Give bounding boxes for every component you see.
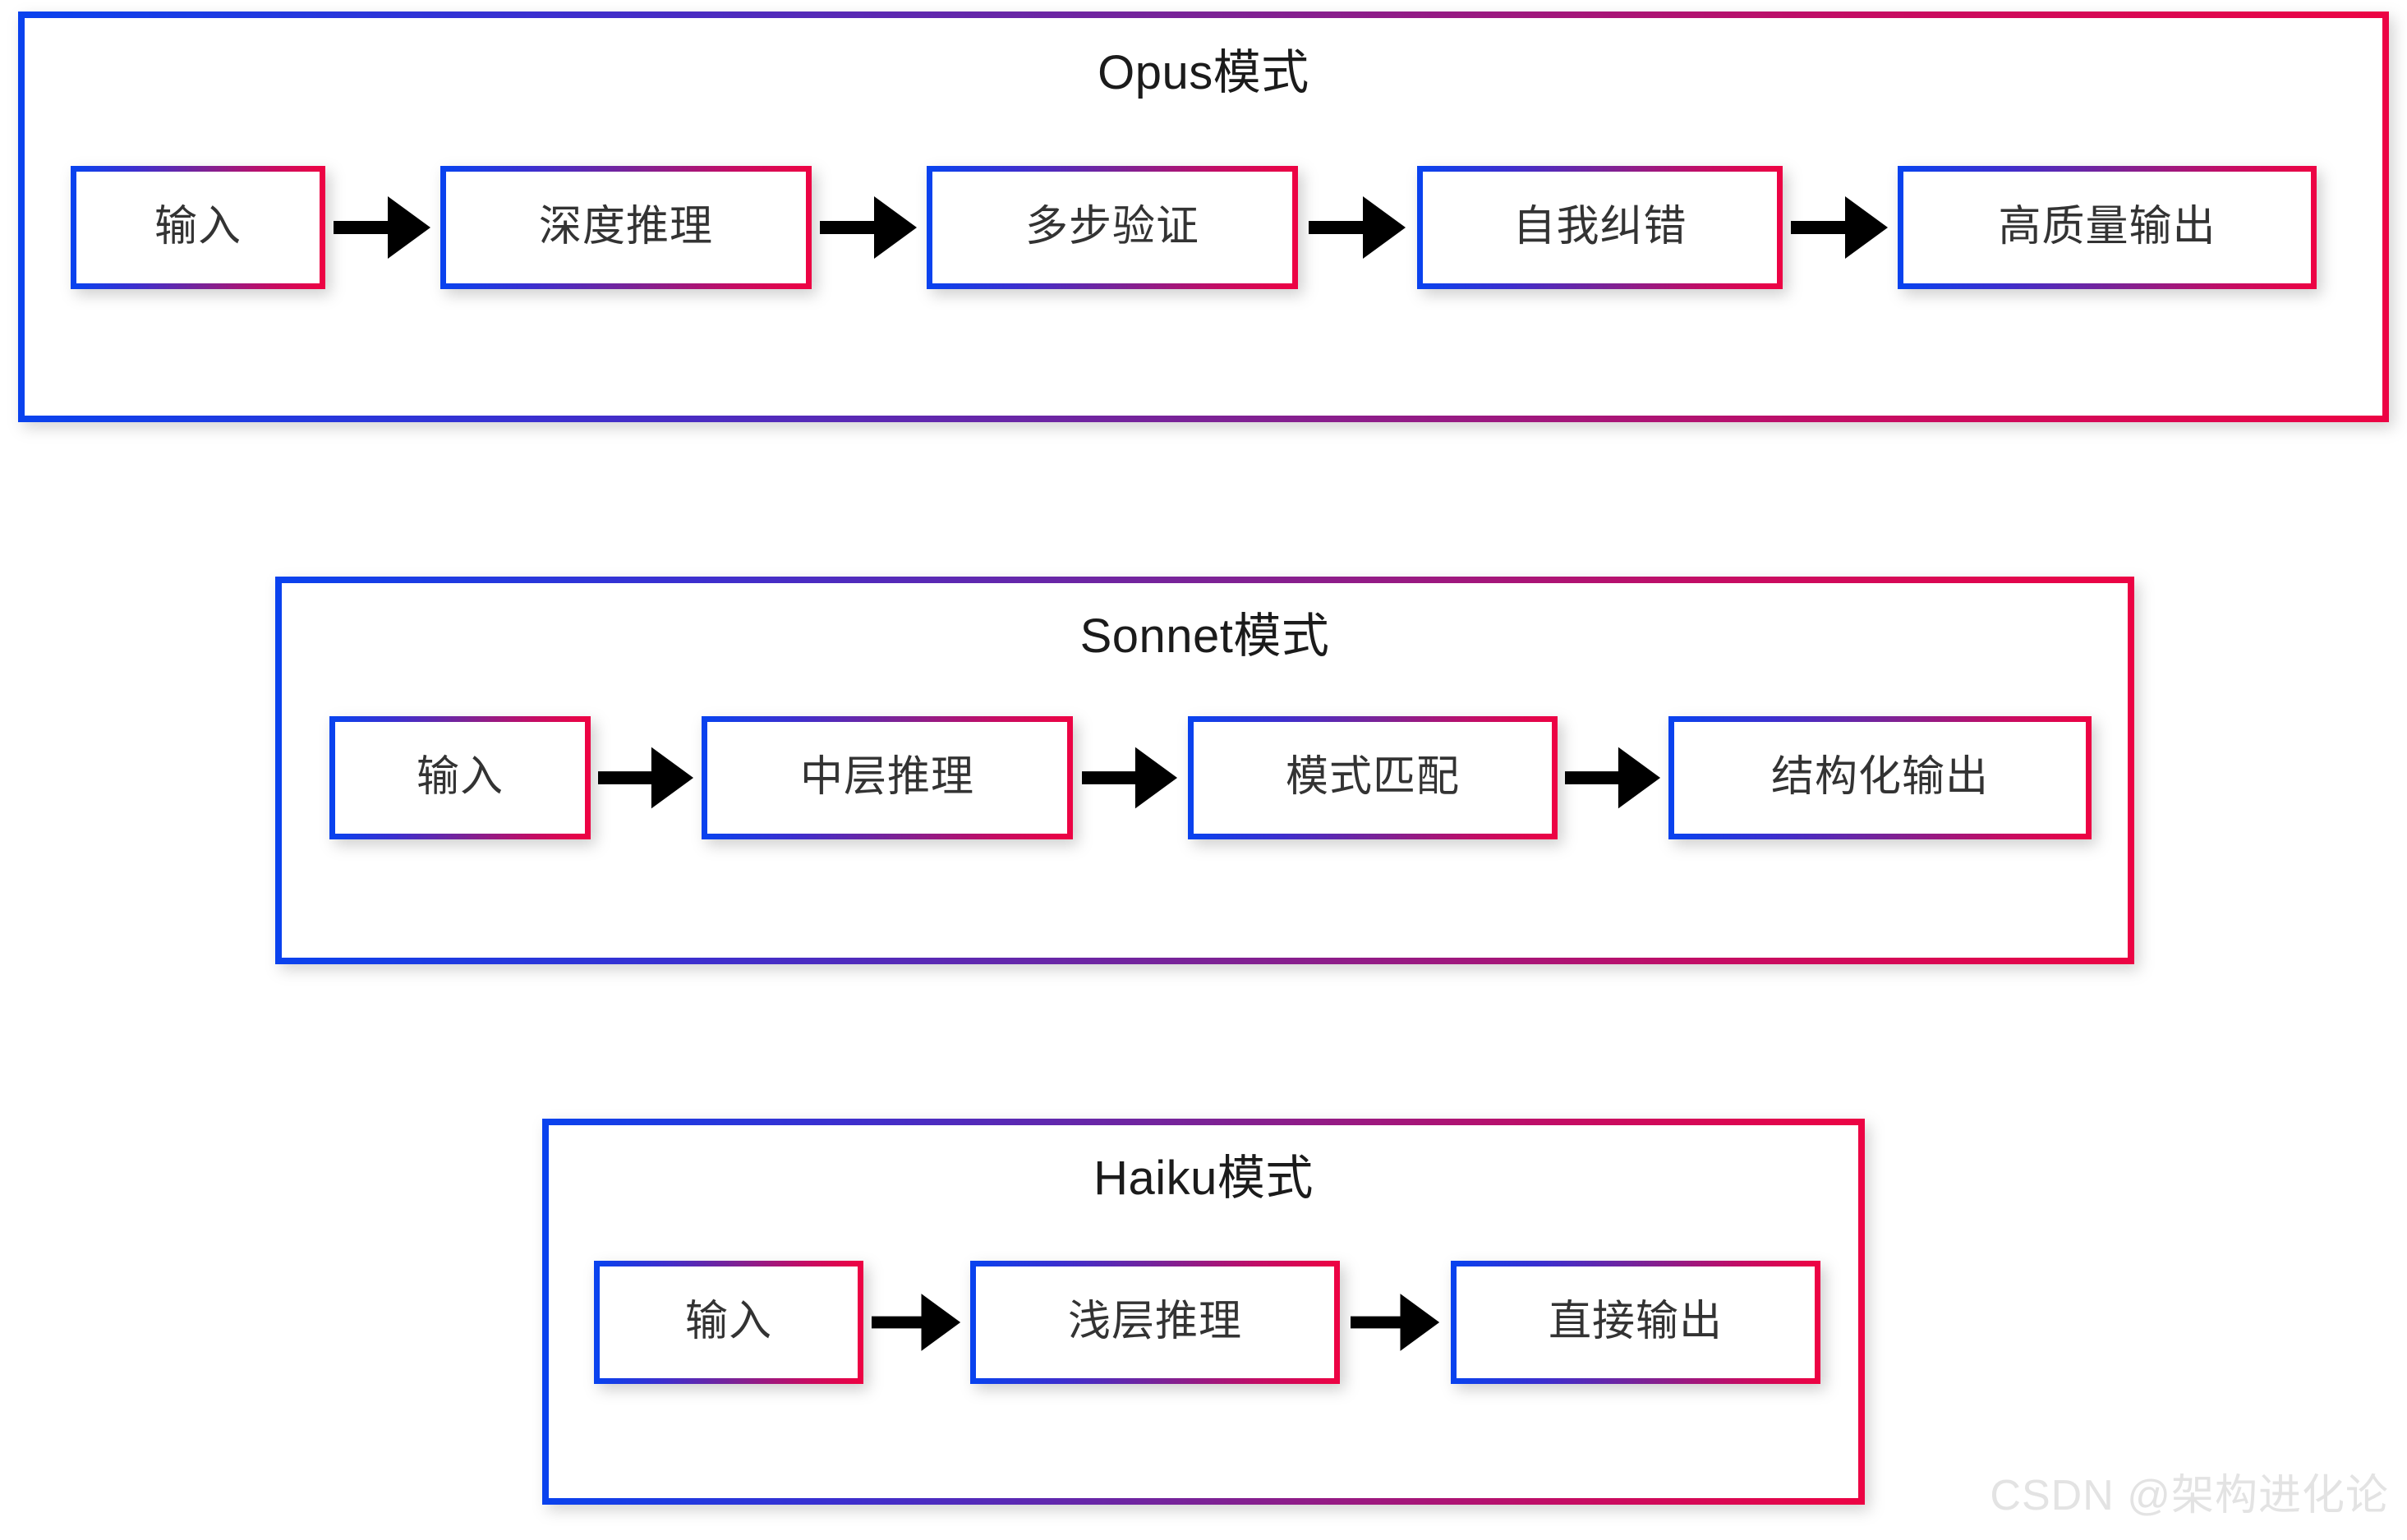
step-label: 直接输出 (1548, 1298, 1723, 1346)
step-box-opus-multi-step-verification[interactable]: 多步验证 (927, 166, 1298, 289)
step-label: 深度推理 (538, 203, 713, 251)
step-label: 结构化输出 (1770, 753, 1989, 802)
step-label: 高质量输出 (1998, 203, 2216, 251)
mode-group-sonnet: Sonnet模式 输入 中层推理 模式匹配 (275, 577, 2134, 964)
step-label: 输入 (684, 1298, 772, 1346)
step-box-opus-self-correction[interactable]: 自我纠错 (1417, 166, 1783, 289)
mode-title-haiku: Haiku模式 (1093, 1152, 1314, 1205)
step-box-opus-high-quality-output[interactable]: 高质量输出 (1898, 166, 2317, 289)
step-label: 浅层推理 (1067, 1298, 1242, 1346)
step-label: 输入 (154, 203, 242, 251)
step-label: 输入 (416, 753, 504, 802)
arrow-right-icon (1298, 166, 1417, 289)
flow-row-opus: 输入 深度推理 多步验证 (71, 166, 2354, 289)
step-box-sonnet-input[interactable]: 输入 (329, 716, 591, 839)
mode-group-haiku: Haiku模式 输入 浅层推理 直接输出 (542, 1119, 1865, 1505)
step-box-opus-input[interactable]: 输入 (71, 166, 325, 289)
step-label: 自我纠错 (1512, 203, 1687, 251)
arrow-right-icon (591, 716, 702, 839)
step-box-haiku-input[interactable]: 输入 (594, 1261, 863, 1384)
arrow-right-icon (325, 166, 440, 289)
arrow-right-icon (1783, 166, 1898, 289)
mode-title-sonnet: Sonnet模式 (1079, 609, 1330, 663)
flow-row-sonnet: 输入 中层推理 模式匹配 (329, 716, 2092, 839)
step-box-haiku-direct-output[interactable]: 直接输出 (1451, 1261, 1820, 1384)
step-label: 中层推理 (799, 753, 974, 802)
step-label: 模式匹配 (1285, 753, 1460, 802)
step-box-opus-deep-reasoning[interactable]: 深度推理 (440, 166, 812, 289)
watermark: CSDN @架构进化论 (1990, 1472, 2389, 1519)
step-box-sonnet-mid-reasoning[interactable]: 中层推理 (702, 716, 1073, 839)
arrow-right-icon (1340, 1261, 1451, 1384)
mode-group-opus: Opus模式 输入 深度推理 多步验证 (18, 11, 2389, 422)
arrow-right-icon (1558, 716, 1668, 839)
step-label: 多步验证 (1024, 203, 1199, 251)
step-box-haiku-shallow-reasoning[interactable]: 浅层推理 (970, 1261, 1340, 1384)
arrow-right-icon (1073, 716, 1188, 839)
mode-title-opus: Opus模式 (1098, 46, 1309, 99)
step-box-sonnet-pattern-matching[interactable]: 模式匹配 (1188, 716, 1558, 839)
arrow-right-icon (812, 166, 927, 289)
arrow-right-icon (863, 1261, 970, 1384)
flow-row-haiku: 输入 浅层推理 直接输出 (594, 1261, 1826, 1384)
step-box-sonnet-structured-output[interactable]: 结构化输出 (1668, 716, 2092, 839)
